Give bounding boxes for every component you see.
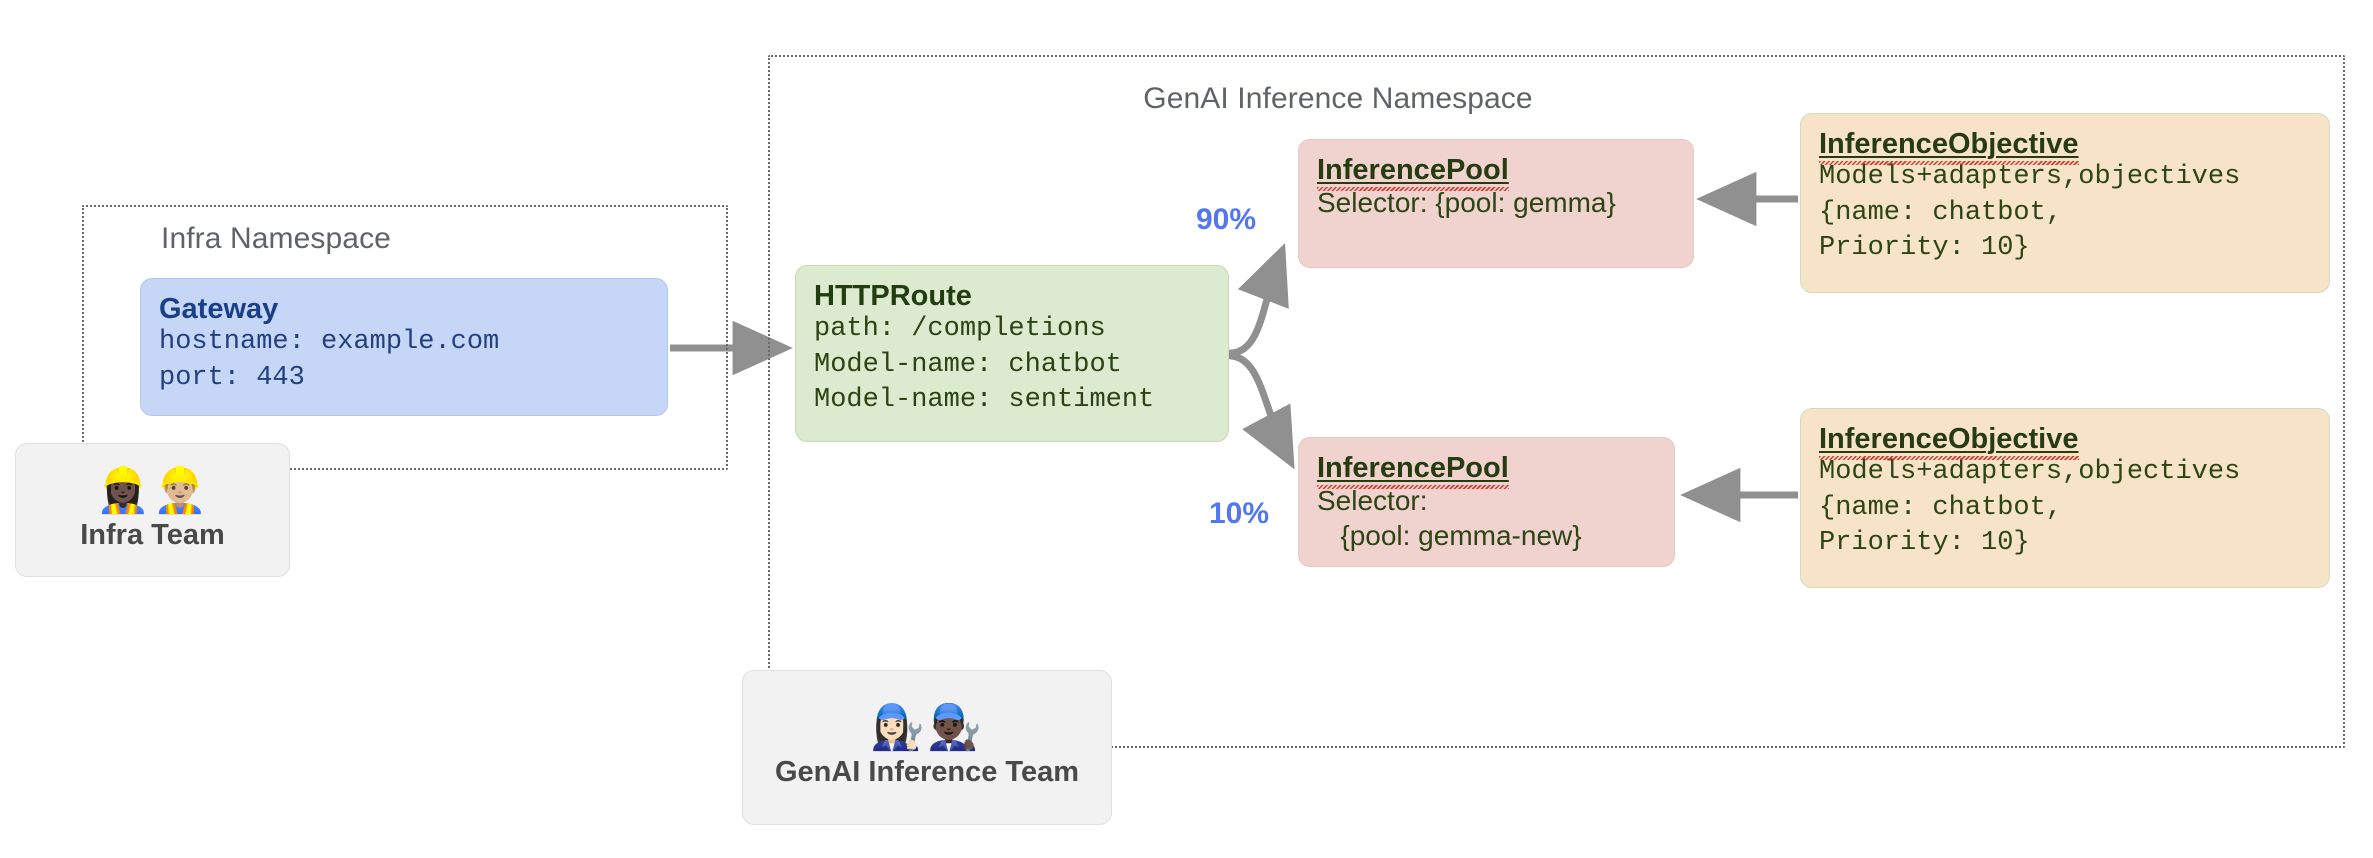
team-card-infra-label: Infra Team <box>80 518 225 551</box>
node-gateway[interactable]: Gateway hostname: example.com port: 443 <box>140 278 668 416</box>
construction-worker-icon: 👷🏿‍♀️👷🏼‍♂️ <box>95 464 210 516</box>
node-inference-pool-gemma-body: Selector: {pool: gemma} <box>1317 187 1616 219</box>
mechanic-icon: 👩🏻‍🔧👨🏿‍🔧 <box>870 702 984 753</box>
edge-weight-label-90: 90% <box>1196 203 1257 236</box>
node-gateway-body: hostname: example.com port: 443 <box>159 327 500 393</box>
node-httproute-title: HTTPRoute <box>814 280 972 312</box>
team-card-genai-inference[interactable]: 👩🏻‍🔧👨🏿‍🔧 GenAI Inference Team <box>742 670 1112 825</box>
namespace-infra-title: Infra Namespace <box>161 222 391 255</box>
node-inference-objective-bottom-body: Models+adapters,objectives {name: chatbo… <box>1819 457 2241 558</box>
node-httproute-body: path: /completions Model-name: chatbot M… <box>814 314 1155 415</box>
team-card-infra[interactable]: 👷🏿‍♀️👷🏼‍♂️ Infra Team <box>15 443 290 577</box>
node-inference-pool-gemma-title: InferencePool <box>1317 154 1509 193</box>
node-inference-objective-top[interactable]: InferenceObjective Models+adapters,objec… <box>1800 113 2330 293</box>
node-inference-pool-gemma-new-body: Selector: {pool: gemma-new} <box>1317 485 1582 551</box>
node-inference-objective-bottom-title: InferenceObjective <box>1819 423 2079 462</box>
namespace-genai <box>768 55 2345 748</box>
namespace-genai-title: GenAI Inference Namespace <box>1143 82 1533 115</box>
node-inference-pool-gemma-new[interactable]: InferencePool Selector: {pool: gemma-new… <box>1298 437 1675 567</box>
node-inference-pool-gemma-new-title: InferencePool <box>1317 452 1509 491</box>
team-card-genai-inference-label: GenAI Inference Team <box>774 756 1080 788</box>
node-inference-objective-top-body: Models+adapters,objectives {name: chatbo… <box>1819 162 2241 263</box>
namespace-infra <box>82 205 728 470</box>
node-gateway-title: Gateway <box>159 293 279 325</box>
node-inference-objective-top-title: InferenceObjective <box>1819 128 2079 167</box>
node-inference-objective-bottom[interactable]: InferenceObjective Models+adapters,objec… <box>1800 408 2330 588</box>
node-inference-pool-gemma[interactable]: InferencePool Selector: {pool: gemma} <box>1298 139 1694 268</box>
node-httproute[interactable]: HTTPRoute path: /completions Model-name:… <box>795 265 1229 442</box>
edge-weight-label-10: 10% <box>1209 497 1270 530</box>
